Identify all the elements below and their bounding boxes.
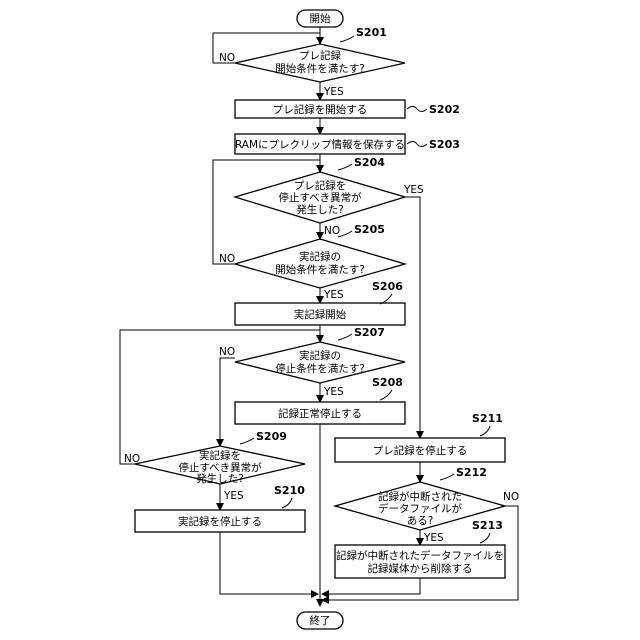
s205-line1: 実記録の <box>299 250 341 263</box>
step-id-s206: S206 <box>372 280 403 293</box>
step-id-s209: S209 <box>256 430 287 443</box>
step-id-s205: S205 <box>354 223 385 236</box>
step-id-s212: S212 <box>456 466 487 479</box>
step-id-s210: S210 <box>274 484 305 497</box>
step-id-s208: S208 <box>372 376 403 389</box>
s205-no-label: NO <box>219 253 235 265</box>
s202-label: プレ記録を開始する <box>273 103 368 116</box>
terminal-end: 終了 <box>297 612 343 629</box>
s201-no-label: NO <box>219 52 235 64</box>
s209-line3: 発生した? <box>196 472 244 485</box>
terminal-start-label: 開始 <box>310 12 331 25</box>
s203-label: RAMにプレクリップ情報を保存する <box>235 138 405 151</box>
s207-no-label: NO <box>219 346 235 358</box>
process-s213: 記録が中断されたデータファイルを 記録媒体から削除する <box>335 545 505 578</box>
s210-label: 実記録を停止する <box>178 515 262 528</box>
s201-line2: 開始条件を満たす? <box>275 62 365 75</box>
s206-label: 実記録開始 <box>294 308 347 321</box>
s212-no-label: NO <box>503 491 519 503</box>
process-s210: 実記録を停止する <box>135 510 305 532</box>
s212-line1: 記録が中断された <box>378 490 462 503</box>
process-s203: RAMにプレクリップ情報を保存する <box>235 134 405 154</box>
step-id-s211: S211 <box>472 412 503 425</box>
s204-line3: 発生した? <box>296 203 344 216</box>
terminal-end-label: 終了 <box>310 614 331 627</box>
s201-yes-label: YES <box>323 86 344 98</box>
s207-yes-label: YES <box>323 386 344 398</box>
process-s211: プレ記録を停止する <box>335 438 505 462</box>
s212-line2: データファイルが <box>378 502 462 515</box>
step-id-s207: S207 <box>354 326 385 339</box>
s208-label: 記録正常停止する <box>278 407 362 420</box>
s207-line2: 停止条件を満たす? <box>275 362 365 375</box>
s204-line1: プレ記録を <box>294 179 347 192</box>
step-id-s204: S204 <box>354 156 385 169</box>
s213-line1: 記録が中断されたデータファイルを <box>336 549 504 562</box>
s211-label: プレ記録を停止する <box>373 444 468 457</box>
process-s206: 実記録開始 <box>235 303 405 325</box>
s209-no-label: NO <box>124 453 140 465</box>
step-id-s213: S213 <box>472 519 503 532</box>
s207-line1: 実記録の <box>299 349 341 362</box>
s205-yes-label: YES <box>323 289 344 301</box>
process-s202: プレ記録を開始する <box>235 100 405 118</box>
decision-s201: プレ記録 開始条件を満たす? <box>235 44 405 82</box>
step-id-s203: S203 <box>429 138 460 151</box>
step-id-s201: S201 <box>356 26 387 39</box>
s205-line2: 開始条件を満たす? <box>275 263 365 276</box>
s204-yes-label: YES <box>403 184 424 196</box>
s213-line2: 記録媒体から削除する <box>368 562 473 575</box>
s204-no-label: NO <box>324 225 340 237</box>
s209-yes-label: YES <box>223 490 244 502</box>
s209-line1: 実記録を <box>199 449 241 462</box>
s212-yes-label: YES <box>423 532 444 544</box>
decision-s209: 実記録を 停止すべき異常が 発生した? <box>135 446 305 485</box>
s212-line3: ある? <box>407 515 434 527</box>
decision-s204: プレ記録を 停止すべき異常が 発生した? <box>235 172 405 223</box>
s204-line2: 停止すべき異常が <box>278 191 362 204</box>
terminal-start: 開始 <box>297 10 343 27</box>
process-s208: 記録正常停止する <box>235 402 405 424</box>
step-id-s202: S202 <box>429 103 460 116</box>
s201-line1: プレ記録 <box>299 49 341 62</box>
